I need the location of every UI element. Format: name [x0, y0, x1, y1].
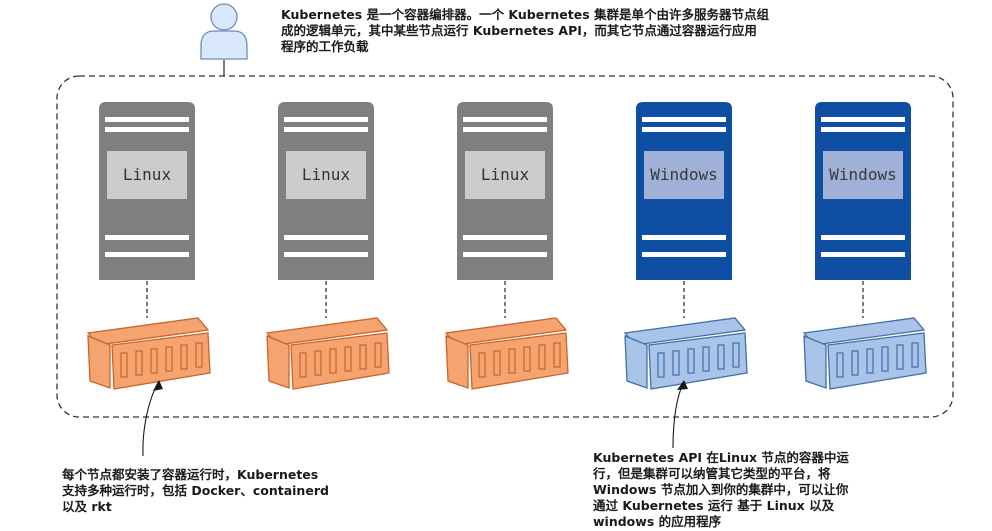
note-line: 以及 rkt	[62, 499, 112, 514]
container-icon	[803, 317, 927, 390]
cluster-boundary	[56, 75, 954, 418]
server-icon: Linux	[457, 102, 553, 280]
note-line: 成的逻辑单元，其中某些节点运行 Kubernetes API，而其它节点通过容器…	[281, 23, 757, 38]
note-line: 每个节点都安装了容器运行时，Kubernetes	[62, 467, 319, 482]
node-3: Linux	[445, 102, 569, 390]
container-icon	[87, 317, 211, 390]
os-label: Linux	[302, 165, 351, 184]
note-line: Kubernetes API 在Linux 节点的容器中运	[593, 450, 849, 465]
os-label: Windows	[829, 165, 896, 184]
container-icon	[624, 317, 748, 390]
server-icon: Linux	[99, 102, 195, 280]
node-1: Linux	[87, 102, 211, 390]
os-label: Linux	[123, 165, 172, 184]
server-icon: Linux	[278, 102, 374, 280]
cluster-description-note: Kubernetes 是一个容器编排器。一个 Kubernetes 集群是单个由…	[281, 7, 769, 55]
user-icon	[200, 3, 248, 60]
note-line: 通过 Kubernetes 运行 基于 Linux 以及	[593, 498, 835, 513]
note-line: Kubernetes 是一个容器编排器。一个 Kubernetes 集群是单个由…	[281, 7, 770, 22]
note-line: 支持多种运行时，包括 Docker、containerd	[62, 483, 329, 498]
os-label: Linux	[481, 165, 530, 184]
container-icon	[445, 317, 569, 390]
node-5: Windows	[803, 102, 927, 390]
node-4: Windows	[624, 102, 748, 390]
note-line: Windows 节点加入到你的集群中，可以让你	[593, 482, 849, 497]
note-line: 程序的工作负载	[281, 39, 369, 54]
container-icon	[266, 317, 390, 390]
right-annotation-arrow	[672, 380, 685, 449]
server-icon: Windows	[636, 102, 732, 280]
left-annotation-arrow	[142, 380, 160, 457]
server-icon: Windows	[815, 102, 911, 280]
note-line: windows 的应用程序	[593, 514, 722, 529]
note-line: 行，但是集群可以纳管其它类型的平台，将	[593, 466, 831, 481]
left-annotation-arrowhead	[153, 380, 163, 391]
right-annotation-arrowhead	[677, 380, 688, 390]
os-label: Windows	[650, 165, 717, 184]
windows-support-note: Kubernetes API 在Linux 节点的容器中运行，但是集群可以纳管其…	[593, 450, 849, 530]
node-2: Linux	[266, 102, 390, 390]
